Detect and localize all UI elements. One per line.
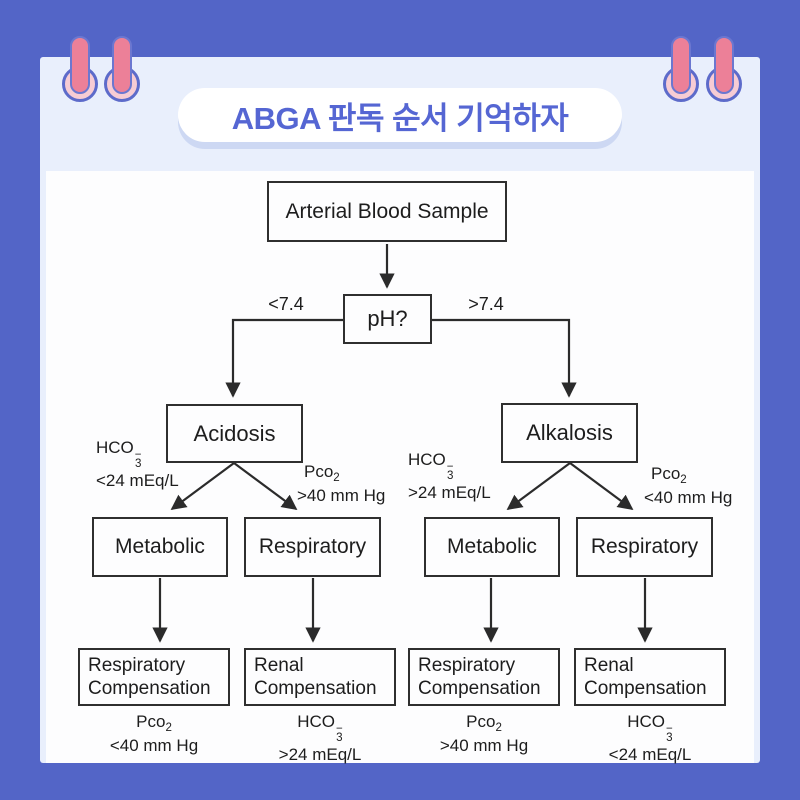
result-value: <40 mm Hg — [109, 735, 199, 755]
hco3-formula: HCO−3 — [297, 712, 343, 745]
condition-alkalosis-respiratory: Pco2 <40 mm Hg — [644, 463, 732, 508]
result-value: >40 mm Hg — [439, 735, 529, 755]
result-renal-comp-right: HCO−3 <24 mEq/L — [590, 711, 710, 765]
condition-value: <40 mm Hg — [644, 487, 733, 507]
pco2-formula: Pco2 — [466, 712, 502, 735]
node-respiratory-alkalosis: Respiratory — [576, 517, 713, 577]
pin-bar-icon — [714, 36, 734, 94]
node-respiratory-compensation-right: Respiratory Compensation — [408, 648, 560, 706]
node-arterial-blood-sample: Arterial Blood Sample — [267, 181, 507, 242]
result-value: >24 mEq/L — [278, 744, 362, 764]
node-label: Respiratory — [590, 535, 699, 558]
result-renal-comp-left: HCO−3 >24 mEq/L — [260, 711, 380, 765]
condition-acidosis-respiratory: Pco2 >40 mm Hg — [297, 461, 385, 506]
branch-label-ph-high: >7.4 — [468, 294, 504, 314]
condition-value: >24 mEq/L — [408, 482, 491, 502]
node-label: Acidosis — [193, 420, 276, 446]
node-label: Compensation — [88, 678, 211, 699]
result-resp-comp-left: Pco2 <40 mm Hg — [94, 711, 214, 756]
pin-bar-icon — [671, 36, 691, 94]
node-metabolic-alkalosis: Metabolic — [424, 517, 560, 577]
condition-value: >40 mm Hg — [297, 485, 386, 505]
hco3-formula: HCO−3 — [627, 712, 673, 745]
node-label: Compensation — [254, 678, 377, 699]
pin-bar-icon — [112, 36, 132, 94]
node-label: Metabolic — [115, 535, 205, 558]
title-banner: ABGA 판독 순서 기억하자 — [178, 88, 622, 142]
node-respiratory-acidosis: Respiratory — [244, 517, 381, 577]
condition-acidosis-metabolic: HCO−3 <24 mEq/L — [96, 437, 179, 491]
node-label: Compensation — [418, 678, 541, 699]
node-label: Respiratory — [258, 535, 367, 558]
node-renal-compensation-left: Renal Compensation — [244, 648, 396, 706]
hco3-formula: HCO−3 — [96, 438, 142, 471]
pin-bar-icon — [70, 36, 90, 94]
node-label: Compensation — [584, 678, 707, 699]
node-respiratory-compensation-left: Respiratory Compensation — [78, 648, 230, 706]
condition-alkalosis-metabolic: HCO−3 >24 mEq/L — [408, 449, 491, 503]
node-acidosis: Acidosis — [166, 404, 303, 463]
node-renal-compensation-right: Renal Compensation — [574, 648, 726, 706]
hco3-formula: HCO−3 — [408, 450, 454, 483]
node-label: Renal — [254, 654, 304, 676]
result-resp-comp-right: Pco2 >40 mm Hg — [424, 711, 544, 756]
node-alkalosis: Alkalosis — [501, 403, 638, 463]
node-label: Arterial Blood Sample — [285, 199, 489, 223]
page-title: ABGA 판독 순서 기억하자 — [231, 100, 569, 136]
node-metabolic-acidosis: Metabolic — [92, 517, 228, 577]
node-label: Alkalosis — [526, 420, 613, 445]
branch-label-ph-low: <7.4 — [268, 294, 304, 314]
node-label: pH? — [367, 306, 408, 331]
result-value: <24 mEq/L — [608, 744, 692, 764]
pco2-formula: Pco2 — [304, 462, 340, 485]
pco2-formula: Pco2 — [651, 464, 687, 487]
pco2-formula: Pco2 — [136, 712, 172, 735]
condition-value: <24 mEq/L — [96, 470, 179, 490]
node-ph: pH? — [343, 294, 432, 344]
node-label: Respiratory — [418, 654, 516, 676]
node-label: Respiratory — [88, 654, 186, 676]
node-label: Renal — [584, 654, 634, 676]
node-label: Metabolic — [447, 535, 537, 558]
